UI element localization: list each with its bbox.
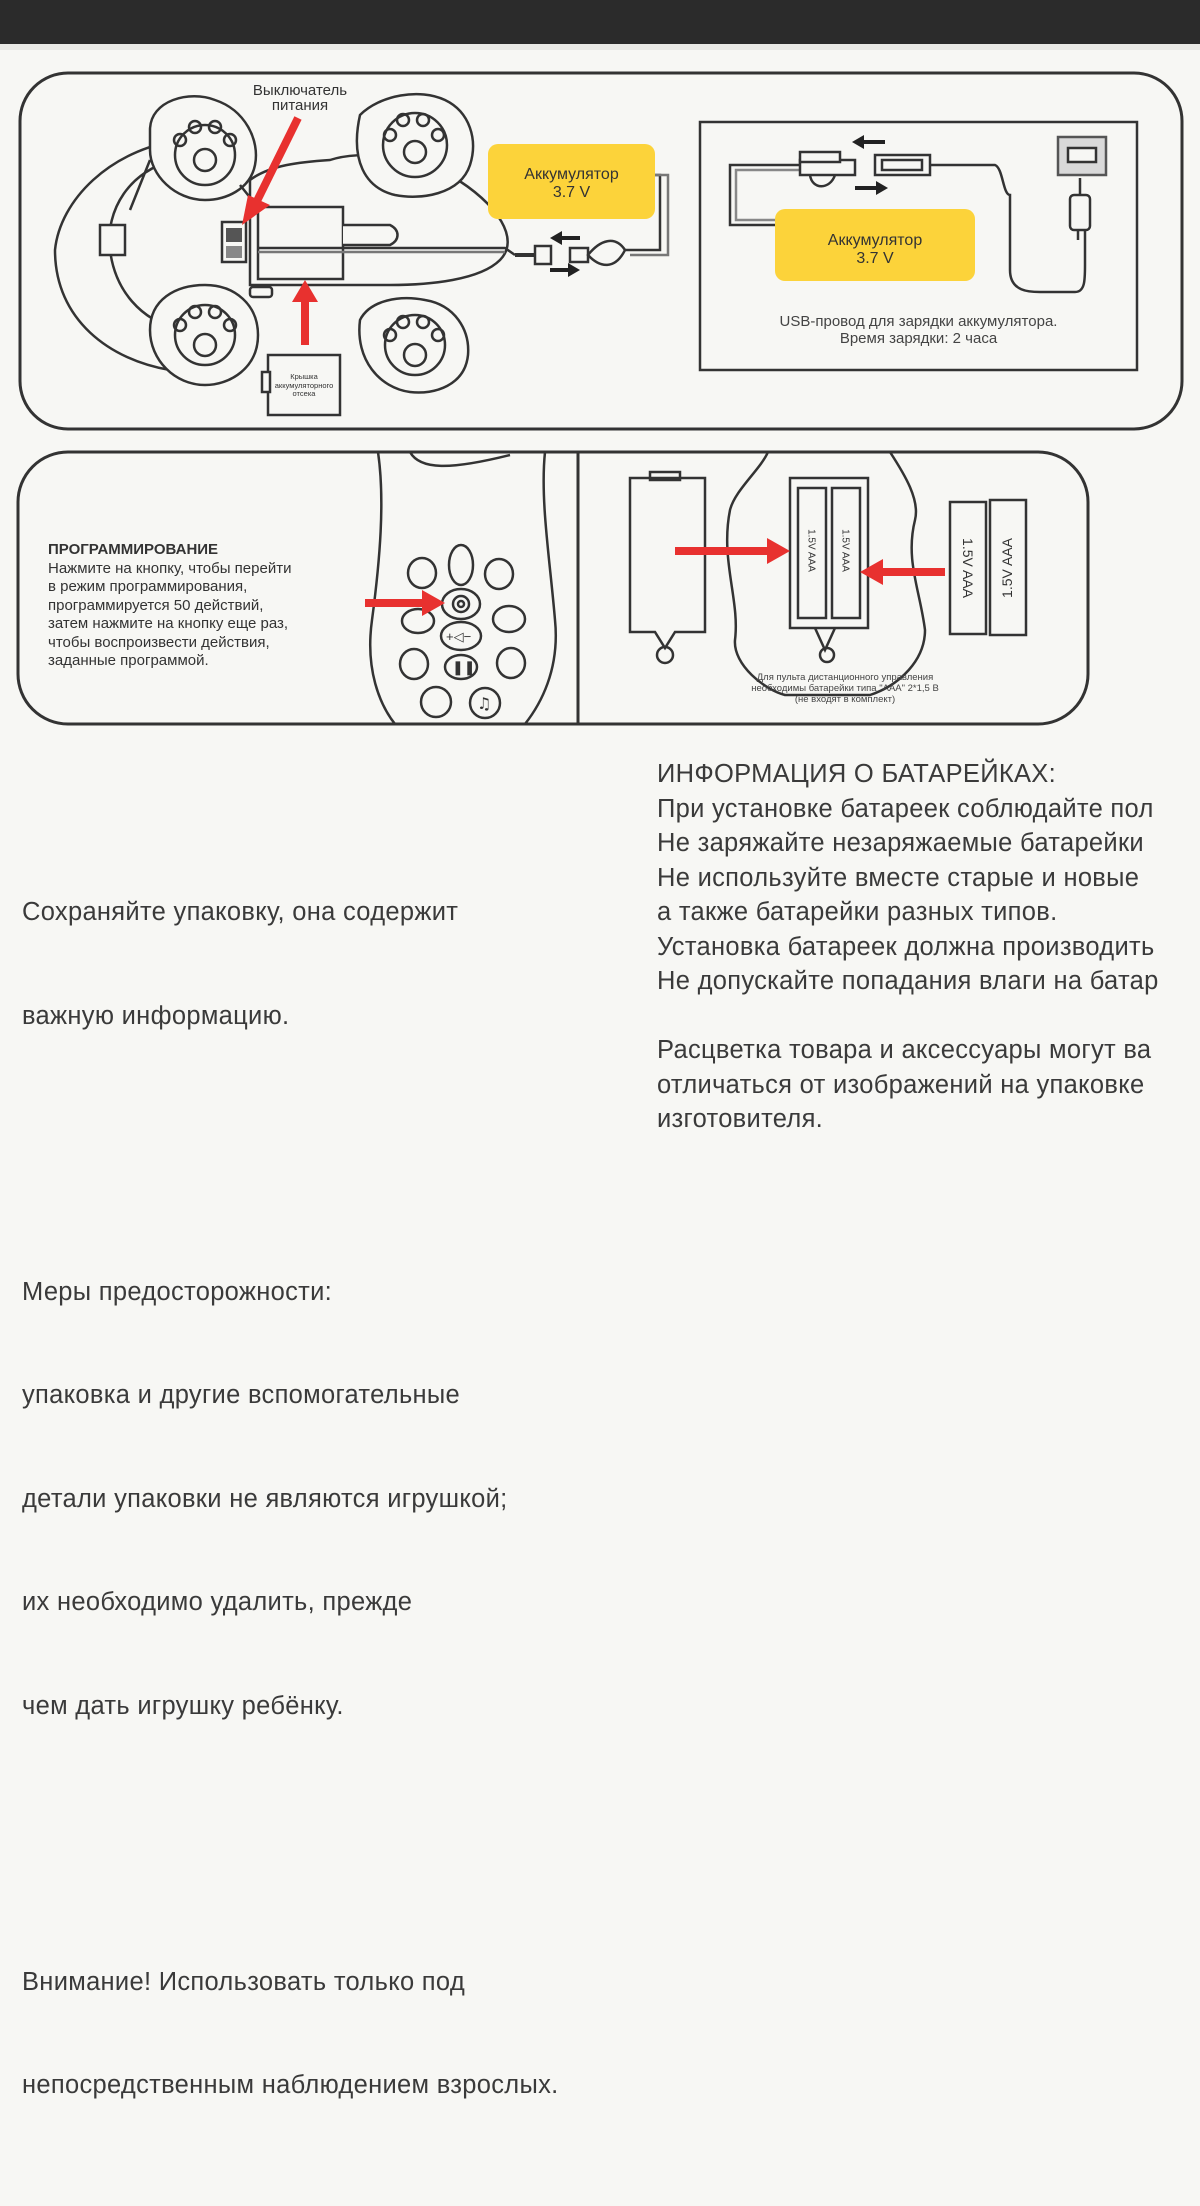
power-switch-label-line-2: питания <box>271 97 329 115</box>
programming-line: Нажмите на кнопку, чтобы перейти <box>48 559 292 577</box>
volume-icon: +◁− <box>446 629 471 644</box>
cell-label-4: 1.5V AAA <box>999 538 1015 598</box>
left-text-line: Сохраняйте упаковку, она содержит <box>22 898 459 926</box>
battery-info-line: Не заряжайте незаряжаемые батарейки <box>657 829 1144 857</box>
usb-caption: USB-провод для зарядки аккумулятора. Вре… <box>700 313 1137 347</box>
battery-info-block: ИНФОРМАЦИЯ О БАТАРЕЙКАХ: При установке б… <box>657 757 1200 1137</box>
power-switch-label-line-1: Выключатель <box>252 82 348 99</box>
battery-cover <box>266 353 342 417</box>
battery-connector-left <box>515 173 670 267</box>
cell-label-2: 1.5V AAA <box>839 529 851 572</box>
cell-label-1: 1.5V AAA <box>805 529 817 572</box>
remote-buttons <box>398 543 527 720</box>
battery-compartment <box>256 205 345 281</box>
battery-cover-line-1: Крышка <box>290 372 318 381</box>
top-dark-band <box>0 0 1200 44</box>
battery-info-spacer <box>657 999 1200 1034</box>
programming-line: в режим программирования, <box>48 578 248 595</box>
power-switch-label: Выключатель питания <box>230 82 370 115</box>
programming-block: ПРОГРАММИРОВАНИЕ Нажмите на кнопку, чтоб… <box>48 541 368 671</box>
left-text-block: Сохраняйте упаковку, она содержит важную… <box>22 757 642 2206</box>
programming-line: программируется 50 действий, <box>48 596 264 614</box>
remote-control: +◁− ❚❚ ♫ <box>368 451 558 725</box>
red-arrows-batteries <box>675 538 945 585</box>
left-text-line: их необходимо удалить, прежде <box>22 1588 413 1616</box>
bottom-panel-frame <box>16 450 1090 726</box>
robot-dog-bottom-view <box>53 92 516 417</box>
usb-caption-line-1: USB-провод для зарядки аккумулятора. <box>779 313 1058 330</box>
battery-right-box <box>775 209 975 281</box>
top-panel-frame <box>18 71 1184 431</box>
battery-info-line: При установке батареек соблюдайте пол <box>657 794 1154 823</box>
left-paragraph-precautions: Меры предосторожности: упаковка и другие… <box>22 1206 642 1793</box>
connector-direction-arrows <box>550 135 888 277</box>
battery-left-name: Аккумулятор <box>524 166 619 183</box>
cell-label-3: 1.5V AAA <box>960 538 976 598</box>
left-text-line: чем дать игрушку ребёнку. <box>22 1691 344 1720</box>
program-gear-icon <box>451 594 471 614</box>
battery-cover-line-3: отсека <box>292 389 316 398</box>
remote-battery-caption: Для пульта дистанционного управления нео… <box>700 672 990 705</box>
remote-battery-compartment <box>628 451 1028 697</box>
remote-battery-caption-line-2: необходимы батарейки типа "AAA" 2*1,5 В <box>751 683 939 694</box>
battery-info-line: Не используйте вместе старые и новые <box>657 863 1140 892</box>
battery-left-label: Аккумулятор 3.7 V <box>488 166 655 203</box>
battery-info-footer-line: Расцветка товара и аксессуары могут ва <box>657 1036 1152 1064</box>
left-text-line: упаковка и другие вспомогательные <box>22 1381 461 1409</box>
red-arrows-top <box>242 116 318 345</box>
battery-cover-line-2: аккумуляторного <box>274 380 334 390</box>
left-text-line: непосредственным наблюдением взрослых. <box>22 2071 559 2099</box>
battery-info-footer-line: отличаться от изображений на упаковке <box>657 1070 1145 1099</box>
charger-inset-frame <box>698 120 1139 372</box>
music-icon: ♫ <box>477 694 491 713</box>
programming-line: заданные программой. <box>48 652 209 669</box>
battery-info-line: Не допускайте попадания влаги на батар <box>657 967 1159 995</box>
programming-line: чтобы воспроизвести действия, <box>48 633 270 651</box>
left-paragraph-keep-packaging: Сохраняйте упаковку, она содержит важную… <box>22 826 642 1102</box>
battery-right-voltage: 3.7 V <box>856 250 894 268</box>
left-text-line: детали упаковки не являются игрушкой; <box>22 1484 508 1513</box>
left-text-line: важную информацию. <box>22 1001 290 1030</box>
usb-caption-line-2: Время зарядки: 2 часа <box>839 330 998 347</box>
pause-icon: ❚❚ <box>452 659 475 676</box>
battery-right-name: Аккумулятор <box>827 232 923 249</box>
battery-left-voltage: 3.7 V <box>552 184 591 202</box>
battery-cover-label: Крышка аккумуляторного отсека <box>268 372 340 399</box>
paw-bottom-left <box>148 283 260 387</box>
battery-info-line: Установка батареек должна производить <box>657 932 1155 961</box>
left-text-line: Внимание! Использовать только под <box>22 1967 466 1996</box>
remote-battery-caption-line-1: Для пульта дистанционного управления <box>756 672 934 683</box>
usb-charger-cable <box>728 135 1108 294</box>
battery-right-label: Аккумулятор 3.7 V <box>775 232 975 269</box>
remote-battery-caption-line-3: (не входят в комплект) <box>794 694 896 705</box>
left-paragraph-warning: Внимание! Использовать только под непоср… <box>22 1896 642 2172</box>
programming-title: ПРОГРАММИРОВАНИЕ <box>48 541 219 558</box>
battery-info-title: ИНФОРМАЦИЯ О БАТАРЕЙКАХ: <box>657 760 1056 788</box>
battery-info-footer-line: изготовителя. <box>657 1105 824 1133</box>
left-text-line: Меры предосторожности: <box>22 1277 333 1306</box>
paw-top-right <box>355 92 475 198</box>
red-arrow-program <box>365 590 445 616</box>
top-band-edge <box>0 44 1200 50</box>
programming-line: затем нажмите на кнопку еще раз, <box>48 615 289 632</box>
battery-info-line: а также батарейки разных типов. <box>657 898 1058 926</box>
instruction-diagrams: +◁− ❚❚ ♫ <box>16 71 1184 726</box>
battery-left-box <box>488 144 655 219</box>
paw-bottom-right <box>358 296 470 394</box>
